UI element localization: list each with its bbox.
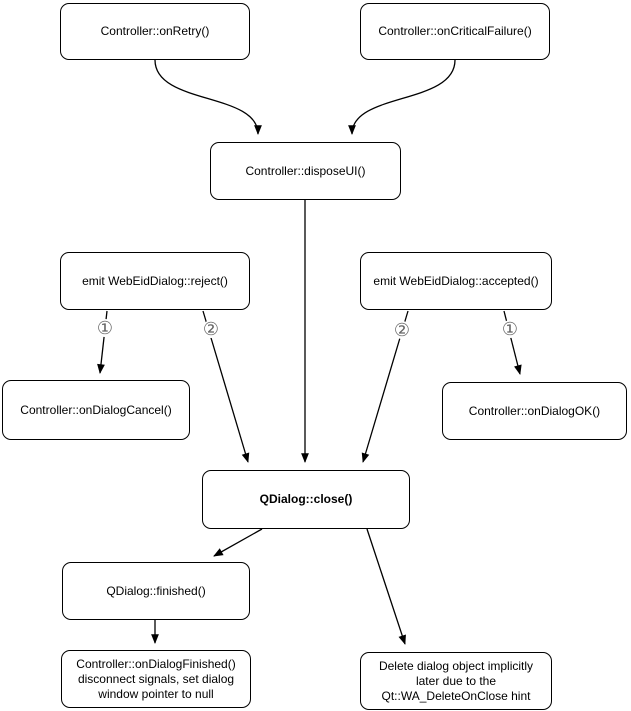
node-qdialog-close[interactable]: QDialog::close() [202, 470, 410, 529]
edge-close-to-deletedialog [366, 528, 406, 645]
edge-onretry-to-disposeui [154, 59, 262, 135]
node-controller-oncriticalfailure[interactable]: Controller::onCriticalFailure() [360, 3, 550, 60]
edge-label-reject-1-circled-one: ① [96, 318, 114, 338]
node-controller-ondialogcancel[interactable]: Controller::onDialogCancel() [2, 380, 190, 440]
edge-label-reject-2-circled-two: ② [202, 319, 220, 339]
node-controller-ondialogok[interactable]: Controller::onDialogOK() [442, 382, 627, 440]
node-emit-webeiddialog-reject[interactable]: emit WebEidDialog::reject() [60, 252, 250, 310]
edge-close-to-finished [213, 528, 263, 557]
node-controller-ondialogfinished[interactable]: Controller::onDialogFinished() disconnec… [61, 650, 251, 708]
node-qdialog-finished[interactable]: QDialog::finished() [62, 562, 250, 620]
edge-label-accepted-1-circled-one: ① [501, 319, 519, 339]
node-controller-onretry[interactable]: Controller::onRetry() [60, 3, 250, 60]
node-delete-dialog-note[interactable]: Delete dialog object implicitly later du… [360, 652, 552, 710]
edge-label-accepted-2-circled-two: ② [393, 320, 411, 340]
node-emit-webeiddialog-accepted[interactable]: emit WebEidDialog::accepted() [360, 252, 552, 310]
edge-oncriticalfailure-to-disposeui [348, 59, 456, 135]
node-controller-disposeui[interactable]: Controller::disposeUI() [210, 142, 401, 200]
